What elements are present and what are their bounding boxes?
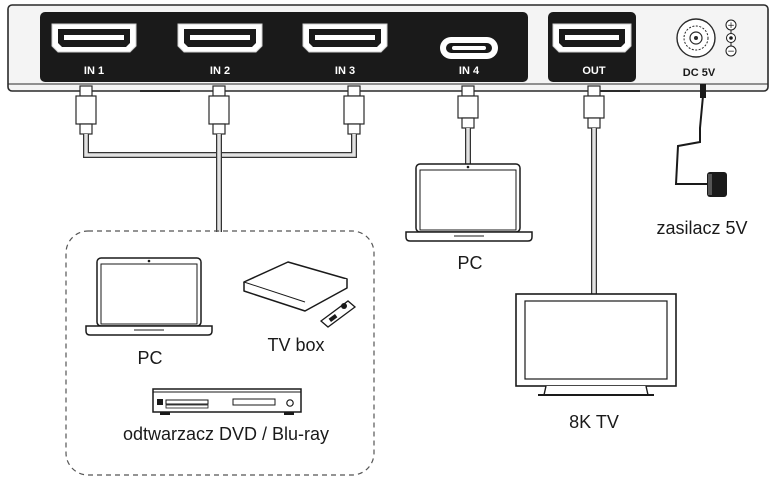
in4-pc-label: PC (457, 253, 482, 273)
power-label: zasilacz 5V (656, 218, 747, 238)
laptop-icon-in4 (405, 163, 533, 242)
hdmi-plugs (75, 85, 605, 135)
tvbox-label: TV box (267, 335, 324, 355)
port-in4: IN 4 (440, 37, 498, 77)
plug-out (583, 85, 605, 129)
dvd-player-icon (152, 388, 302, 415)
port-label-in4: IN 4 (459, 65, 480, 77)
dc-label: DC 5V (683, 67, 716, 79)
power-plug (700, 84, 706, 98)
port-label-in1: IN 1 (84, 65, 104, 77)
polarity-plus: + (727, 21, 735, 31)
tv-label: 8K TV (569, 412, 619, 432)
dvd-label: odtwarzacz DVD / Blu-ray (123, 424, 329, 444)
port-in2: IN 2 (177, 23, 263, 77)
port-in3: IN 3 (302, 23, 388, 77)
plug-in3 (343, 85, 365, 135)
plug-in2 (208, 85, 230, 135)
source-devices-group (65, 230, 375, 476)
tvbox-icon (243, 261, 348, 312)
source-pc-label: PC (137, 348, 162, 368)
plug-in1 (75, 85, 97, 135)
port-label-in2: IN 2 (210, 65, 230, 77)
polarity-icon: + − (725, 19, 737, 57)
port-label-out: OUT (582, 65, 606, 77)
dc-jack: DC 5V (676, 18, 716, 79)
plug-in4 (457, 85, 479, 129)
laptop-icon-source (85, 257, 213, 336)
port-out: OUT (552, 23, 632, 77)
hdmi-switch: IN 1 IN 2 IN 3 IN 4 OUT (7, 4, 769, 92)
tv-icon (515, 293, 677, 396)
remote-icon (319, 300, 357, 328)
polarity-minus: − (727, 47, 735, 57)
power-adapter-icon (707, 172, 727, 197)
input-panel (40, 12, 528, 82)
port-label-in3: IN 3 (335, 65, 355, 77)
port-in1: IN 1 (51, 23, 137, 77)
cables (83, 84, 710, 294)
